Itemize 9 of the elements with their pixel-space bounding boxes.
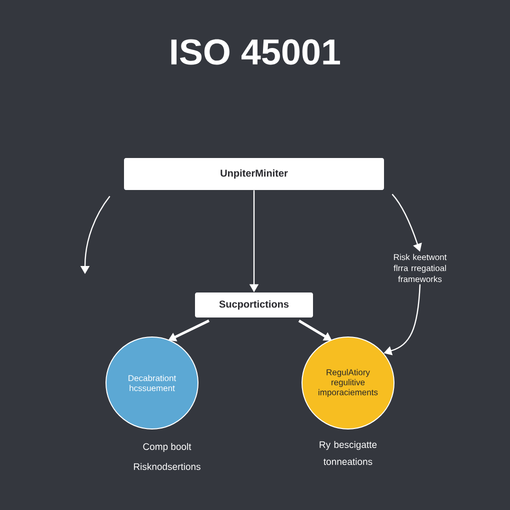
caption-text: Comp boolt bbox=[143, 443, 192, 452]
note-text: Risk keetwont flrra rregatioal frameworks bbox=[394, 254, 447, 282]
circle-node: RegulAtiory regulitive imporaciements bbox=[302, 336, 394, 430]
title: ISO 45001 bbox=[171, 39, 340, 65]
caption-text: Ry bescigatte tonneations bbox=[320, 441, 377, 466]
process-box: Sucportictions bbox=[195, 292, 313, 318]
process-box: UnpiterMiniter bbox=[124, 158, 384, 190]
circle-node: Decabrationt hcssuement bbox=[106, 336, 198, 430]
caption-text: Risknodsertions bbox=[134, 463, 200, 470]
